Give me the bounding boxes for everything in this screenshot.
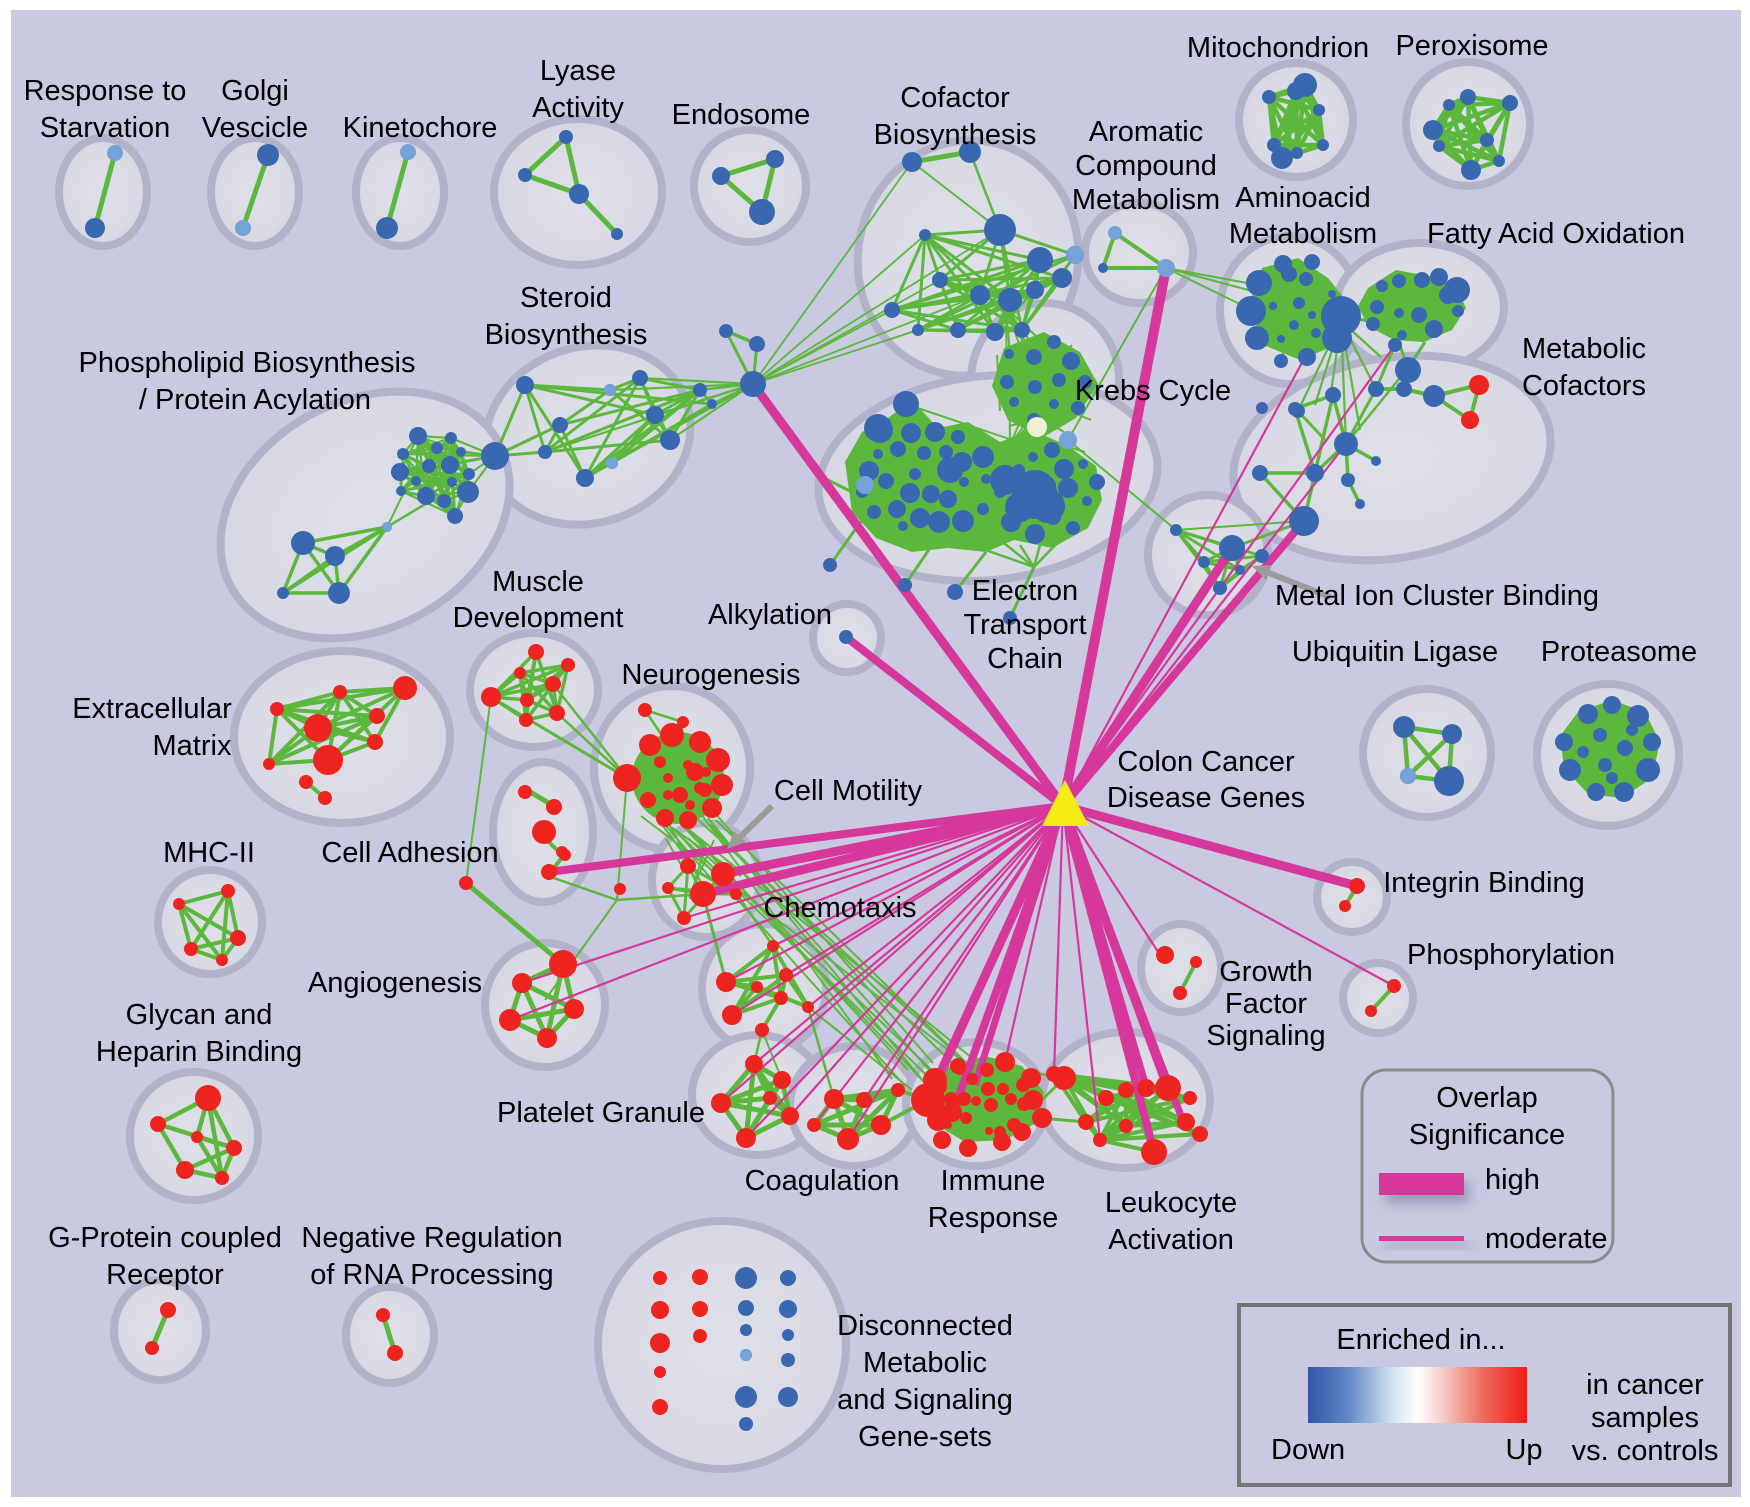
svg-text:in cancer: in cancer [1586,1369,1704,1401]
svg-text:Endosome: Endosome [672,99,811,131]
svg-text:Lyase: Lyase [540,55,616,87]
svg-text:/ Protein Acylation: / Protein Acylation [139,384,371,416]
svg-text:Compound: Compound [1075,150,1217,182]
svg-text:Peroxisome: Peroxisome [1395,30,1548,62]
svg-text:Enriched in...: Enriched in... [1336,1324,1505,1356]
svg-text:Ubiquitin Ligase: Ubiquitin Ligase [1292,636,1498,668]
svg-text:Development: Development [453,602,624,634]
svg-text:Up: Up [1505,1434,1542,1466]
svg-text:Response to: Response to [24,75,187,107]
svg-text:Growth: Growth [1219,956,1312,988]
svg-text:Significance: Significance [1409,1119,1565,1151]
svg-text:Overlap: Overlap [1436,1082,1538,1114]
svg-text:Disconnected: Disconnected [837,1310,1013,1342]
svg-text:Glycan and: Glycan and [126,999,273,1031]
svg-text:Aminoacid: Aminoacid [1235,182,1370,214]
svg-text:Mitochondrion: Mitochondrion [1187,32,1369,64]
svg-text:Coagulation: Coagulation [745,1165,900,1197]
svg-text:Alkylation: Alkylation [708,599,832,631]
svg-text:moderate: moderate [1485,1223,1608,1255]
svg-text:Biosynthesis: Biosynthesis [485,319,648,351]
svg-text:Cell Motility: Cell Motility [774,775,923,807]
svg-text:Metabolic: Metabolic [1522,333,1646,365]
svg-text:Factor: Factor [1225,988,1308,1020]
svg-text:Platelet Granule: Platelet Granule [497,1097,705,1129]
svg-text:Metabolic: Metabolic [863,1347,987,1379]
svg-text:Gene-sets: Gene-sets [858,1421,992,1453]
svg-text:Cofactor: Cofactor [900,82,1010,114]
svg-text:Chemotaxis: Chemotaxis [763,892,916,924]
svg-text:Colon Cancer: Colon Cancer [1117,746,1295,778]
svg-text:Phosphorylation: Phosphorylation [1407,939,1615,971]
svg-text:Krebs Cycle: Krebs Cycle [1075,375,1231,407]
svg-text:Angiogenesis: Angiogenesis [308,967,482,999]
svg-text:Signaling: Signaling [1206,1020,1325,1052]
svg-text:MHC-II: MHC-II [163,837,255,869]
svg-text:Disease Genes: Disease Genes [1107,782,1305,814]
svg-text:G-Protein coupled: G-Protein coupled [48,1222,282,1254]
svg-text:and Signaling: and Signaling [837,1384,1013,1416]
svg-text:Metabolism: Metabolism [1229,218,1377,250]
svg-text:Leukocyte: Leukocyte [1105,1187,1237,1219]
svg-text:Metabolism: Metabolism [1072,184,1220,216]
svg-text:Down: Down [1271,1434,1345,1466]
svg-text:Starvation: Starvation [40,112,171,144]
svg-text:Extracellular: Extracellular [72,693,232,725]
svg-text:high: high [1485,1164,1540,1196]
svg-text:Metal Ion Cluster Binding: Metal Ion Cluster Binding [1275,580,1599,612]
svg-text:Negative Regulation: Negative Regulation [301,1222,562,1254]
svg-text:Phospholipid Biosynthesis: Phospholipid Biosynthesis [79,347,416,379]
svg-text:Golgi: Golgi [221,75,289,107]
svg-text:Receptor: Receptor [106,1259,224,1291]
svg-text:Transport: Transport [963,609,1086,641]
svg-text:Cofactors: Cofactors [1522,370,1646,402]
svg-text:Biosynthesis: Biosynthesis [874,119,1037,151]
svg-text:Proteasome: Proteasome [1541,636,1697,668]
svg-text:Matrix: Matrix [153,730,232,762]
svg-text:Vescicle: Vescicle [202,112,308,144]
svg-text:Response: Response [928,1202,1059,1234]
svg-text:Integrin Binding: Integrin Binding [1383,867,1585,899]
svg-text:Heparin Binding: Heparin Binding [96,1036,302,1068]
svg-text:vs. controls: vs. controls [1572,1435,1719,1467]
svg-text:Steroid: Steroid [520,282,612,314]
svg-text:Cell Adhesion: Cell Adhesion [321,837,498,869]
svg-text:Activity: Activity [532,92,624,124]
svg-text:Aromatic: Aromatic [1089,116,1203,148]
svg-text:samples: samples [1591,1402,1699,1434]
svg-text:Muscle: Muscle [492,566,584,598]
svg-text:Chain: Chain [987,643,1063,675]
svg-text:Activation: Activation [1108,1224,1234,1256]
svg-text:of RNA Processing: of RNA Processing [310,1259,553,1291]
svg-text:Immune: Immune [941,1165,1046,1197]
svg-text:Neurogenesis: Neurogenesis [622,659,801,691]
svg-text:Kinetochore: Kinetochore [343,112,498,144]
svg-text:Electron: Electron [972,575,1078,607]
svg-text:Fatty Acid Oxidation: Fatty Acid Oxidation [1427,218,1685,250]
